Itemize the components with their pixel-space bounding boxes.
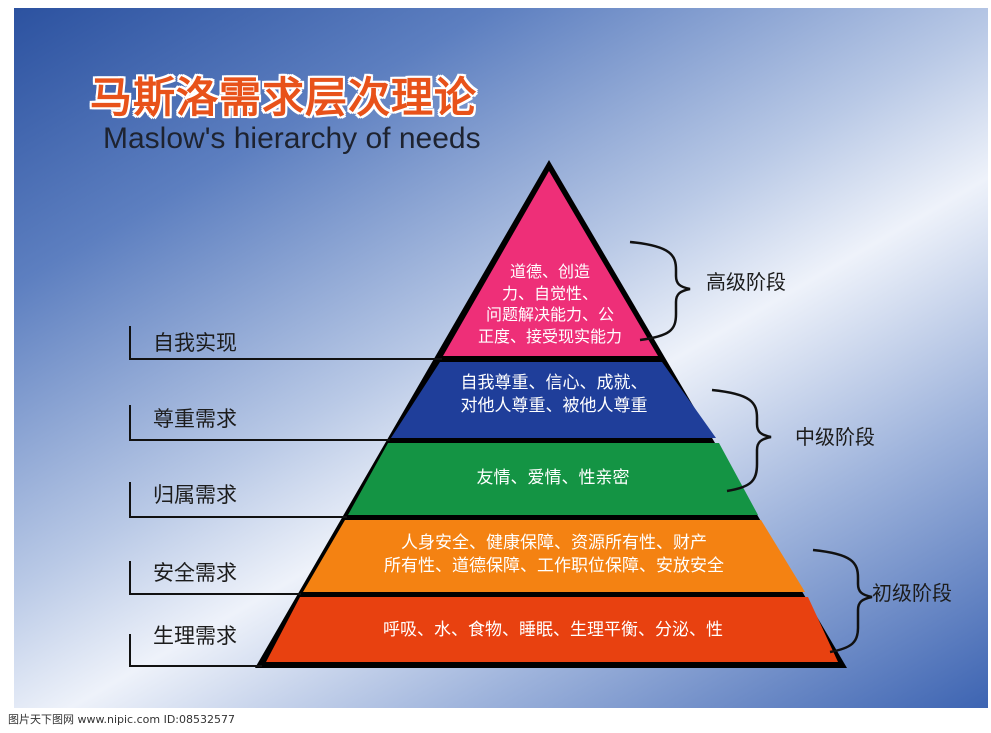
stage-label-high: 高级阶段 [706,270,786,294]
leader-line-physiological [129,634,262,667]
tier-text-line: 自我尊重、信心、成就、 [460,373,648,393]
tier-text-line: 人身安全、健康保障、资源所有性、财产 [401,533,707,553]
label-physiological: 生理需求 [153,624,237,648]
tier-text-line: 所有性、道德保障、工作职位保障、安放安全 [384,555,724,576]
tier-text-line: 呼吸、水、食物、睡眠、生理平衡、分泌、性 [383,620,723,640]
stage-label-middle: 中级阶段 [795,425,875,449]
tier-text-esteem: 自我尊重、信心、成就、 对他人尊重、被他人尊重 [392,372,716,418]
brace-high-stage [629,240,691,342]
tier-text-line: 正度、接受现实能力 [477,326,622,346]
leader-line-belonging [129,482,347,518]
stage-label-basic: 初级阶段 [872,581,952,605]
leader-line-self-actualization [129,326,442,360]
tier-text-line: 友情、爱情、性亲密 [476,468,630,488]
tier-physiological [266,597,838,662]
tier-text-line: 问题解决能力、公 [485,305,614,325]
label-esteem: 尊重需求 [153,407,237,431]
tier-esteem [391,362,716,438]
tier-text-safety: 人身安全、健康保障、资源所有性、财产 所有性、道德保障、工作职位保障、安放安全 [305,532,803,578]
brace-middle-stage [711,388,772,493]
leader-line-safety [129,561,301,595]
tier-text-belonging: 友情、爱情、性亲密 [350,467,756,490]
tier-text-physiological: 呼吸、水、食物、睡眠、生理平衡、分泌、性 [270,619,836,642]
brace-basic-stage [812,548,873,654]
label-self-actualization: 自我实现 [153,331,237,355]
watermark-text: 图片天下图网 www.nipic.com ID:08532577 [8,713,235,726]
tier-safety [303,520,805,592]
label-safety: 安全需求 [153,561,237,585]
leader-line-esteem [129,405,390,441]
tier-text-line: 道德、创造 [509,262,590,281]
tier-text-line: 力、自觉性、 [501,283,598,303]
tier-self-actualization [443,171,658,356]
label-belonging: 归属需求 [153,483,237,507]
tier-belonging [348,443,758,515]
title-chinese: 马斯洛需求层次理论 [90,73,478,122]
footer-strip [0,708,991,733]
tier-text-line: 对他人尊重、被他人尊重 [460,395,648,416]
tier-text-self-actualization: 道德、创造 力、自觉性、 问题解决能力、公 正度、接受现实能力 [440,261,660,347]
title-english: Maslow's hierarchy of needs [103,122,481,155]
